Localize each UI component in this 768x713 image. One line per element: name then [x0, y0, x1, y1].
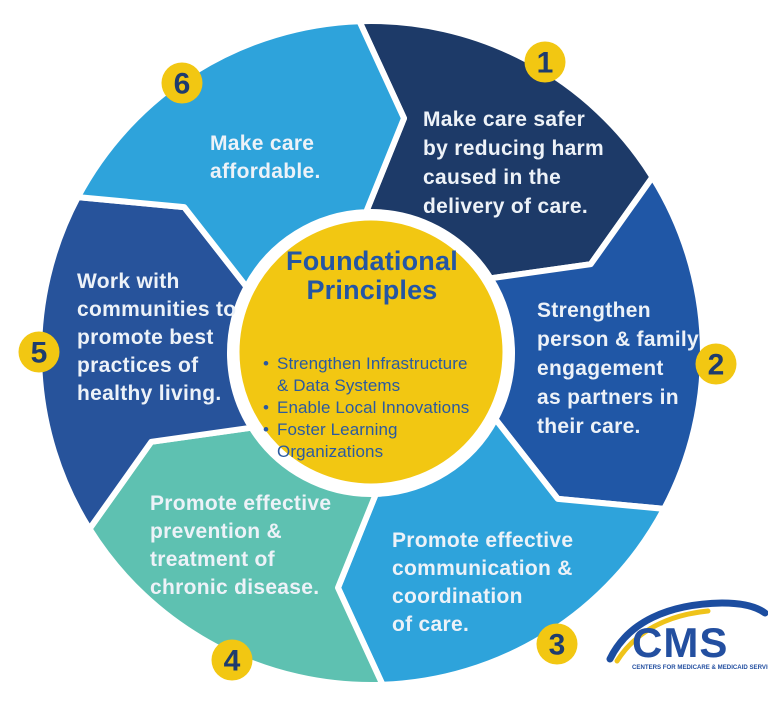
segment-5-shape: [36, 194, 255, 532]
segment-3-line: Promote effective: [392, 529, 574, 552]
segment-1-line: by reducing harm: [423, 137, 605, 160]
segment-4-line: prevention &: [150, 520, 282, 543]
center-circle: [234, 215, 508, 489]
segment-4-line: treatment of: [150, 548, 275, 571]
bullet-dot-icon: •: [263, 354, 270, 373]
segment-2-label: Strengthen person & family engagement as…: [537, 296, 699, 441]
segment-1-line: Make care safer: [423, 108, 586, 131]
number-badge-3: 3: [536, 623, 578, 665]
segment-2-line: Strengthen: [537, 299, 651, 322]
center-title: Foundational Principles: [256, 247, 488, 305]
segment-6-line: Make care: [210, 132, 315, 155]
center-title-line: Principles: [306, 275, 438, 305]
number-badge-5: 5: [18, 331, 60, 373]
segment-1-line: delivery of care.: [423, 195, 589, 218]
segment-3-line: communication &: [392, 557, 573, 580]
badge-5-number: 5: [31, 337, 48, 370]
bullet-line: Enable Local Innovations: [277, 398, 470, 417]
bullet-item: • Strengthen Infrastructure & Data Syste…: [263, 353, 513, 397]
segment-5-label: Work with communities to promote best pr…: [77, 268, 236, 408]
segment-4-line: chronic disease.: [150, 576, 320, 599]
segment-2-line: person & family: [537, 328, 700, 351]
badge-1-circle: [524, 41, 566, 83]
number-badge-1: 1: [524, 41, 566, 83]
segment-5-line: communities to: [77, 298, 237, 321]
bullet-item: • Foster Learning Organizations: [263, 419, 513, 463]
badge-6-number: 6: [174, 68, 191, 101]
number-badge-4: 4: [211, 639, 253, 681]
segment-5-line: healthy living.: [77, 382, 222, 405]
segment-5-line: practices of: [77, 354, 199, 377]
bullet-line: Strengthen Infrastructure: [277, 354, 468, 373]
segment-2-line: engagement: [537, 357, 664, 380]
badge-6-circle: [161, 62, 203, 104]
segment-2-line: as partners in: [537, 386, 679, 409]
cms-logo-swoosh-blue-arc: [606, 599, 768, 663]
bullet-item: • Enable Local Innovations: [263, 397, 513, 419]
segment-6-line: affordable.: [210, 160, 321, 183]
badge-5-circle: [18, 331, 60, 373]
cms-logo-tagline: CENTERS FOR MEDICARE & MEDICAID SERVICES: [632, 664, 768, 671]
badge-4-circle: [211, 639, 253, 681]
bullet-text: Enable Local Innovations: [277, 397, 469, 419]
segment-4-shape: [86, 424, 386, 688]
badge-1-number: 1: [537, 47, 554, 80]
segment-3-line: coordination: [392, 585, 523, 608]
segment-3-shape: [335, 416, 668, 688]
segment-2-line: their care.: [537, 415, 641, 438]
badge-4-number: 4: [224, 645, 241, 678]
segment-1-label: Make care safer by reducing harm caused …: [423, 105, 604, 221]
segment-3-line: of care.: [392, 613, 470, 636]
segment-4-line: Promote effective: [150, 492, 332, 515]
bullet-text: Foster Learning Organizations: [277, 419, 398, 463]
segment-4-label: Promote effective prevention & treatment…: [150, 490, 331, 602]
badge-3-number: 3: [549, 629, 566, 662]
bullet-dot-icon: •: [263, 398, 270, 417]
bullet-text: Strengthen Infrastructure & Data Systems: [277, 353, 468, 397]
badge-3-circle: [536, 623, 578, 665]
segment-1-shape: [356, 18, 656, 282]
segment-6-shape: [74, 18, 407, 290]
number-badge-6: 6: [161, 62, 203, 104]
segment-3-label: Promote effective communication & coordi…: [392, 527, 573, 639]
center-title-line: Foundational: [286, 246, 458, 276]
segment-5-line: Work with: [77, 270, 180, 293]
number-badge-2: 2: [695, 343, 737, 385]
bullet-line: Organizations: [277, 442, 384, 461]
segment-5-line: promote best: [77, 326, 214, 349]
bullet-line: Foster Learning: [277, 420, 398, 439]
bullet-line: & Data Systems: [277, 376, 401, 395]
cms-logo-swoosh-gold-arc: [614, 608, 711, 664]
center-bullet-list: • Strengthen Infrastructure & Data Syste…: [263, 353, 513, 463]
cms-logo-text: CMS: [632, 619, 729, 666]
bullet-dot-icon: •: [263, 420, 270, 439]
segment-6-label: Make care affordable.: [210, 130, 321, 186]
badge-2-circle: [695, 343, 737, 385]
segment-2-shape: [487, 174, 706, 512]
segment-1-line: caused in the: [423, 166, 562, 189]
badge-2-number: 2: [708, 349, 725, 382]
